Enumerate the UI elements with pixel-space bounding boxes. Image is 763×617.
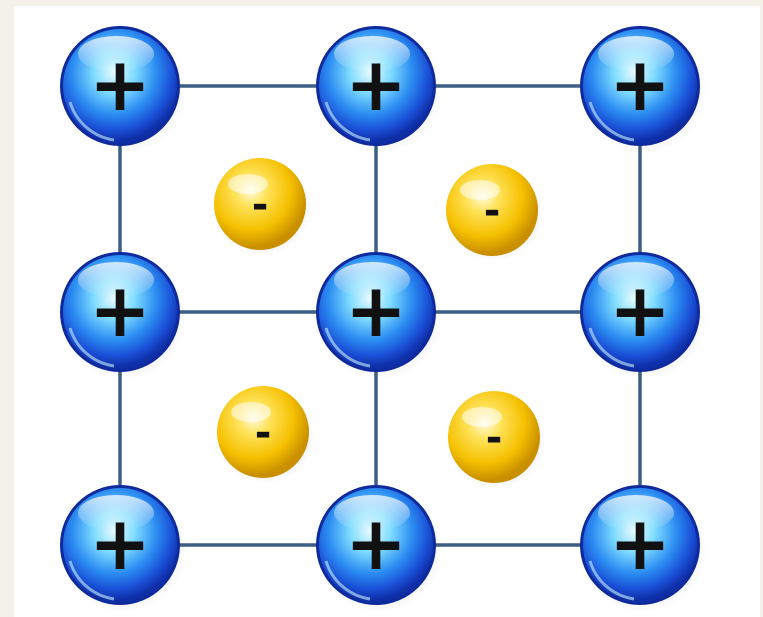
minus-sign: - [255,410,272,456]
negative-electron-2: - [444,164,544,262]
minus-sign: - [486,415,503,461]
positive-ion-3: + [579,26,707,154]
positive-ion-6: + [579,252,707,380]
negative-electron-4: - [446,391,546,489]
positive-ion-8: + [315,485,443,613]
plus-sign: + [89,42,151,128]
plus-sign: + [89,501,151,587]
positive-ion-2: + [315,26,443,154]
positive-ion-4: + [59,252,187,380]
minus-sign: - [484,188,501,234]
plus-sign: + [609,42,671,128]
free-electrons: - - - - [212,158,546,489]
plus-sign: + [345,42,407,128]
plus-sign: + [345,268,407,354]
positive-ion-1: + [59,26,187,154]
plus-sign: + [345,501,407,587]
positive-ions: + + + + + + + + + [59,26,707,613]
plus-sign: + [609,268,671,354]
negative-electron-1: - [212,158,312,256]
minus-sign: - [252,182,269,228]
plus-sign: + [89,268,151,354]
plus-sign: + [609,501,671,587]
positive-ion-9: + [579,485,707,613]
positive-ion-5: + [315,252,443,380]
positive-ion-7: + [59,485,187,613]
negative-electron-3: - [215,386,315,484]
